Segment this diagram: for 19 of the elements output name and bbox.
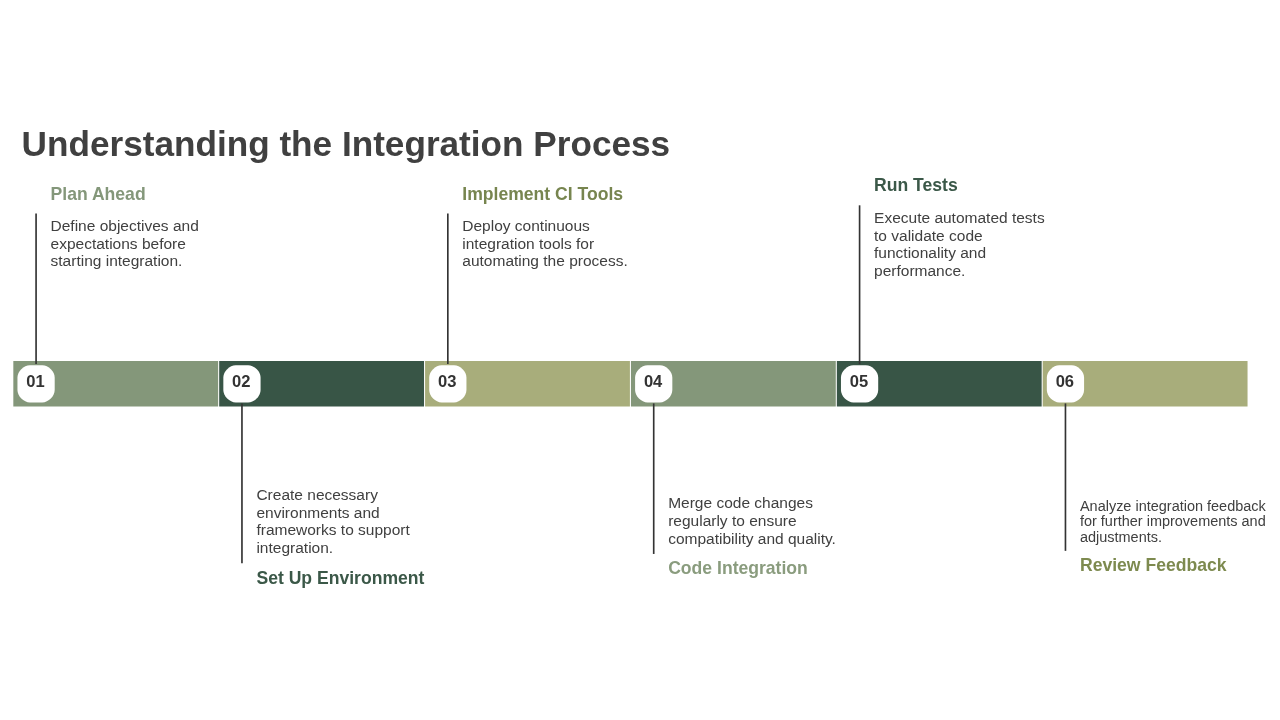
connector <box>447 212 449 365</box>
node-text: Analyze integration feedback for further improvements and adjustments. Review Feedback <box>1079 497 1266 575</box>
node-box: 04 <box>630 360 836 407</box>
node-box: 06 <box>1042 360 1248 407</box>
connector <box>241 402 243 564</box>
connector <box>858 204 861 365</box>
node-text: Plan Ahead Define objectives and expectations before starting integration. <box>50 183 199 269</box>
node-text: Create necessary environments and frameworks to support integration. Set Up Environment <box>256 485 425 588</box>
node-box: 05 <box>836 360 1042 407</box>
connector <box>35 212 37 365</box>
node-box: 02 <box>219 360 425 407</box>
connector <box>1064 402 1067 552</box>
node-text: Implement CI Tools Deploy continuous integration tools for automating the process. <box>462 183 628 269</box>
node-text: Run Tests Execute automated tests to validate code functionality and performance. <box>874 174 1045 279</box>
node-box: 03 <box>425 360 630 407</box>
node-box: 01 <box>13 360 219 407</box>
node-text: Merge code changes regularly to ensure compatibility and quality. Code Integration <box>668 493 836 578</box>
connector <box>652 402 655 555</box>
diagram-title: Understanding the Integration Process <box>21 123 671 163</box>
